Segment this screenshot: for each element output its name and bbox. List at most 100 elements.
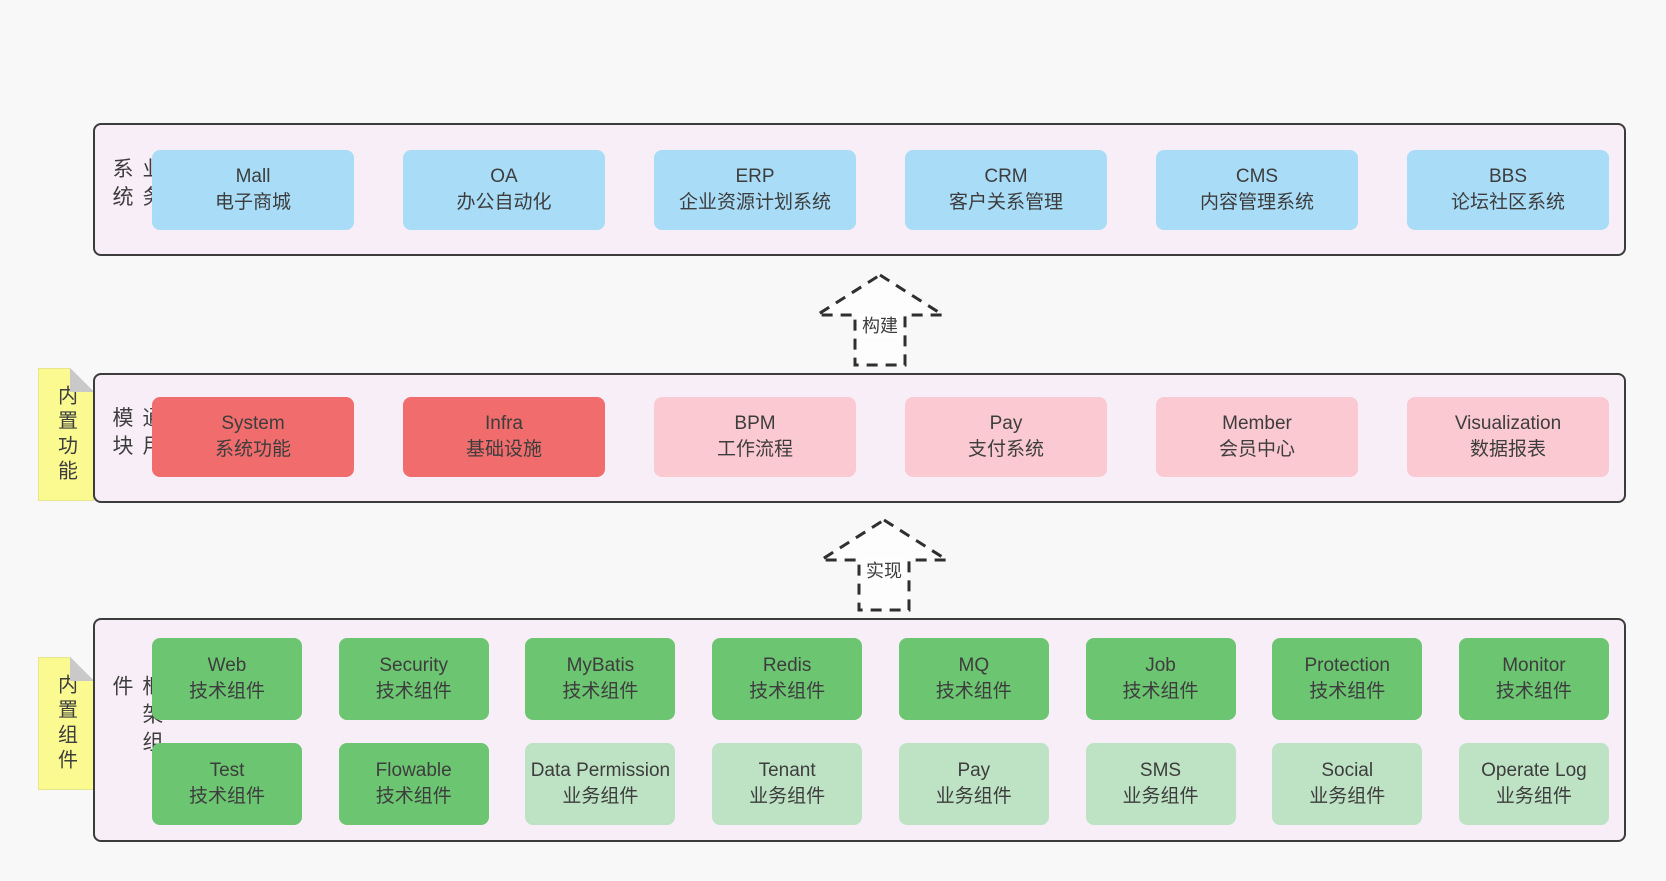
- build-arrow-label: 构建: [859, 314, 901, 338]
- card-subtitle: 办公自动化: [456, 192, 552, 213]
- framework-cards-row2: Test 技术组件 Flowable 技术组件 Data Permission …: [152, 743, 1609, 825]
- card-subtitle: 业务组件: [1309, 786, 1386, 807]
- card-title: Test: [209, 760, 245, 781]
- framework-cards-row1: Web 技术组件 Security 技术组件 MyBatis 技术组件 Redi…: [152, 638, 1609, 720]
- card-title: Job: [1145, 655, 1176, 676]
- card-title: Infra: [484, 413, 524, 434]
- module-card-bpm: BPM 工作流程: [654, 397, 856, 477]
- component-card-tenant: Tenant 业务组件: [712, 743, 863, 825]
- implement-arrow-label: 实现: [863, 559, 905, 583]
- card-title: BPM: [734, 413, 776, 434]
- card-title: OA: [490, 166, 518, 187]
- component-card-social: Social 业务组件: [1272, 743, 1423, 825]
- card-subtitle: 数据报表: [1469, 439, 1546, 460]
- built-in-features-note-label: 内置功能: [54, 384, 77, 485]
- card-subtitle: 技术组件: [375, 786, 452, 807]
- card-title: Web: [207, 655, 247, 676]
- built-in-features-note: 内置功能: [38, 368, 94, 501]
- card-subtitle: 基础设施: [465, 439, 542, 460]
- card-subtitle: 电子商城: [214, 192, 291, 213]
- component-card-redis: Redis 技术组件: [712, 638, 863, 720]
- business-card-oa: OA 办公自动化: [403, 150, 605, 230]
- card-subtitle: 技术组件: [188, 786, 265, 807]
- card-subtitle: 内容管理系统: [1199, 192, 1314, 213]
- framework-components-panel: 框架组件 Web 技术组件 Security 技术组件 MyBatis 技术组件…: [93, 618, 1626, 842]
- card-title: SMS: [1139, 760, 1182, 781]
- component-card-mq: MQ 技术组件: [898, 638, 1049, 720]
- business-card-crm: CRM 客户关系管理: [905, 150, 1107, 230]
- card-subtitle: 业务组件: [562, 786, 639, 807]
- built-in-components-note-label: 内置组件: [54, 673, 77, 774]
- business-card-bbs: BBS 论坛社区系统: [1407, 150, 1609, 230]
- component-card-sms: SMS 业务组件: [1085, 743, 1236, 825]
- module-cards-row: System 系统功能 Infra 基础设施 BPM 工作流程 Pay 支付系统…: [152, 397, 1609, 477]
- card-subtitle: 技术组件: [1309, 681, 1386, 702]
- card-subtitle: 业务组件: [749, 786, 826, 807]
- card-subtitle: 业务组件: [935, 786, 1012, 807]
- module-card-pay: Pay 支付系统: [905, 397, 1107, 477]
- card-title: Mall: [235, 166, 271, 187]
- card-subtitle: 工作流程: [716, 439, 793, 460]
- card-title: System: [221, 413, 285, 434]
- card-subtitle: 系统功能: [214, 439, 291, 460]
- built-in-components-note: 内置组件: [38, 657, 94, 790]
- card-subtitle: 论坛社区系统: [1450, 192, 1565, 213]
- card-title: Tenant: [758, 760, 816, 781]
- component-card-pay: Pay 业务组件: [898, 743, 1049, 825]
- card-title: Data Permission: [530, 760, 671, 781]
- business-cards-row: Mall 电子商城 OA 办公自动化 ERP 企业资源计划系统 CRM 客户关系…: [152, 150, 1609, 230]
- card-title: CRM: [984, 166, 1028, 187]
- common-modules-panel: 通用模块 System 系统功能 Infra 基础设施 BPM 工作流程 Pay…: [93, 373, 1626, 503]
- card-subtitle: 技术组件: [188, 681, 265, 702]
- module-card-visualization: Visualization 数据报表: [1407, 397, 1609, 477]
- card-title: MyBatis: [566, 655, 635, 676]
- business-card-mall: Mall 电子商城: [152, 150, 354, 230]
- note-fold-corner-icon: [70, 368, 94, 392]
- business-card-cms: CMS 内容管理系统: [1156, 150, 1358, 230]
- note-fold-corner-icon: [70, 657, 94, 681]
- card-title: Monitor: [1502, 655, 1566, 676]
- card-title: Social: [1321, 760, 1374, 781]
- card-subtitle: 技术组件: [749, 681, 826, 702]
- card-subtitle: 技术组件: [562, 681, 639, 702]
- card-title: CMS: [1235, 166, 1279, 187]
- card-title: Operate Log: [1481, 760, 1587, 781]
- card-subtitle: 技术组件: [375, 681, 452, 702]
- card-subtitle: 支付系统: [967, 439, 1044, 460]
- card-title: Pay: [957, 760, 991, 781]
- module-card-infra: Infra 基础设施: [403, 397, 605, 477]
- implement-arrow: 实现: [818, 517, 950, 613]
- business-systems-panel: 业务系统 Mall 电子商城 OA 办公自动化 ERP 企业资源计划系统 CRM…: [93, 123, 1626, 256]
- module-card-system: System 系统功能: [152, 397, 354, 477]
- card-subtitle: 技术组件: [1122, 681, 1199, 702]
- card-title: BBS: [1488, 166, 1528, 187]
- component-card-data-permission: Data Permission 业务组件: [525, 743, 676, 825]
- component-card-security: Security 技术组件: [338, 638, 489, 720]
- component-card-monitor: Monitor 技术组件: [1458, 638, 1609, 720]
- component-card-web: Web 技术组件: [152, 638, 302, 720]
- card-title: Security: [379, 655, 449, 676]
- card-subtitle: 业务组件: [1122, 786, 1199, 807]
- component-card-test: Test 技术组件: [152, 743, 302, 825]
- card-title: Flowable: [375, 760, 452, 781]
- card-title: MQ: [958, 655, 990, 676]
- business-card-erp: ERP 企业资源计划系统: [654, 150, 856, 230]
- card-title: Redis: [762, 655, 812, 676]
- card-subtitle: 客户关系管理: [948, 192, 1063, 213]
- component-card-protection: Protection 技术组件: [1272, 638, 1423, 720]
- card-title: Protection: [1304, 655, 1390, 676]
- card-title: ERP: [735, 166, 775, 187]
- card-subtitle: 企业资源计划系统: [678, 192, 831, 213]
- card-subtitle: 技术组件: [935, 681, 1012, 702]
- module-card-member: Member 会员中心: [1156, 397, 1358, 477]
- card-title: Pay: [989, 413, 1023, 434]
- card-subtitle: 会员中心: [1218, 439, 1295, 460]
- card-subtitle: 业务组件: [1495, 786, 1572, 807]
- component-card-mybatis: MyBatis 技术组件: [525, 638, 676, 720]
- card-subtitle: 技术组件: [1495, 681, 1572, 702]
- card-title: Visualization: [1454, 413, 1562, 434]
- component-card-job: Job 技术组件: [1085, 638, 1236, 720]
- card-title: Member: [1222, 413, 1292, 434]
- component-card-operate-log: Operate Log 业务组件: [1458, 743, 1609, 825]
